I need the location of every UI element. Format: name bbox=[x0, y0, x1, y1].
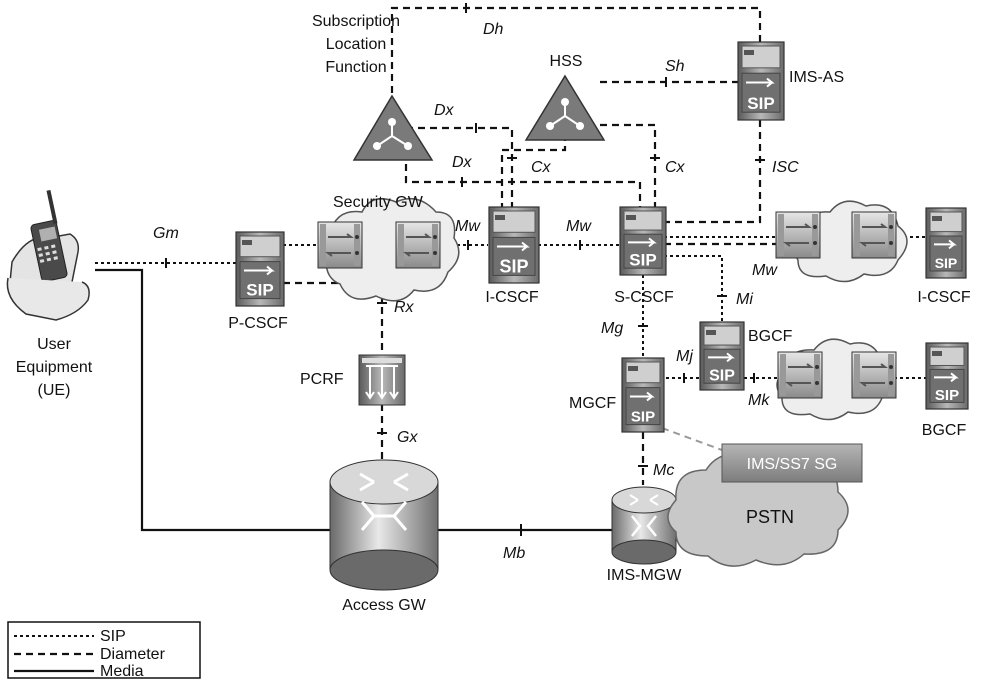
cx-icscf-label: Cx bbox=[531, 159, 552, 176]
interface-labels: Dh Sh Dx Dx Cx Cx ISC Gm Mw Mw Mw Rx Mi … bbox=[153, 21, 799, 562]
remote-firewall-mw-right-icon bbox=[851, 211, 897, 259]
mb-label: Mb bbox=[503, 545, 525, 562]
legend: SIP Diameter Media bbox=[7, 621, 201, 680]
remote-firewall-mk-right-icon bbox=[851, 351, 897, 399]
sec-gw-firewall-left-icon bbox=[317, 221, 363, 269]
s-cscf-server-icon: SIP bbox=[619, 206, 667, 276]
s-cscf-server-glyph: SIP bbox=[629, 250, 656, 269]
legend-diameter-label: Diameter bbox=[100, 646, 166, 663]
mw-3-label: Mw bbox=[752, 262, 778, 279]
mj-label: Mj bbox=[676, 348, 693, 365]
p-cscf-server-icon: SIP bbox=[235, 231, 285, 307]
i-cscf-server-icon: SIP bbox=[488, 206, 540, 284]
ue-label-line-1: User bbox=[37, 336, 71, 353]
isc-line bbox=[664, 120, 762, 224]
dx-lower-label: Dx bbox=[452, 154, 473, 171]
ims-mgw-label: IMS-MGW bbox=[607, 567, 683, 584]
sip-servers: SIP SIP SIP SIP SIP SIP SIP SIP bbox=[235, 41, 969, 433]
mk-label: Mk bbox=[748, 392, 770, 409]
ue-label-line-3: (UE) bbox=[38, 382, 71, 399]
security-gw-label: Security GW bbox=[333, 194, 424, 211]
p-cscf-label: P-CSCF bbox=[228, 315, 288, 332]
ims-ss7-sg-label: IMS/SS7 SG bbox=[747, 456, 838, 473]
sh-label: Sh bbox=[665, 58, 685, 75]
mi-label: Mi bbox=[736, 291, 753, 308]
ims-as-server-glyph: SIP bbox=[747, 94, 774, 113]
interface-ticks bbox=[165, 3, 765, 536]
cx-scscf-label: Cx bbox=[665, 159, 686, 176]
rx-label: Rx bbox=[394, 299, 415, 316]
bgcf-remote-server-glyph: SIP bbox=[935, 387, 959, 404]
legend-sip-label: SIP bbox=[100, 628, 126, 645]
ue-label-line-2: Equipment bbox=[16, 359, 93, 376]
slf-label-line-3: Function bbox=[325, 59, 386, 76]
gm-label: Gm bbox=[153, 225, 179, 242]
dh-line bbox=[390, 6, 762, 105]
mgcf-label: MGCF bbox=[569, 395, 616, 412]
mgcf-server-glyph: SIP bbox=[631, 409, 655, 426]
mgcf-server-icon: SIP bbox=[621, 357, 665, 433]
legend-media-label: Media bbox=[100, 663, 144, 680]
node-labels: Subscription Location Function HSS IMS-A… bbox=[16, 13, 971, 614]
dx-upper-line bbox=[406, 126, 514, 207]
bgcf-server-icon: SIP bbox=[699, 321, 745, 391]
pstn-label: PSTN bbox=[746, 507, 794, 527]
bgcf-remote-server-icon: SIP bbox=[925, 342, 969, 410]
remote-firewall-mk-left-icon bbox=[777, 351, 823, 399]
slf-label-line-2: Location bbox=[326, 36, 387, 53]
ims-as-label: IMS-AS bbox=[789, 69, 844, 86]
bgcf-server-glyph: SIP bbox=[709, 367, 735, 384]
user-equipment-phone-icon bbox=[6, 189, 90, 321]
bgcf-label: BGCF bbox=[748, 328, 793, 345]
hss-label: HSS bbox=[550, 53, 583, 70]
mgcf-ss7-line bbox=[661, 427, 723, 451]
sec-gw-firewall-right-icon bbox=[395, 221, 441, 269]
dx-upper-label: Dx bbox=[434, 102, 455, 119]
i-cscf-server-glyph: SIP bbox=[499, 256, 528, 276]
pcrf-icon bbox=[358, 354, 406, 406]
i-cscf-remote-server-glyph: SIP bbox=[935, 255, 958, 271]
firewalls bbox=[317, 221, 441, 269]
remote-firewalls bbox=[775, 211, 897, 399]
ims-mgw-router-icon bbox=[611, 486, 677, 565]
i-cscf-label: I-CSCF bbox=[485, 289, 539, 306]
pcrf-label: PCRF bbox=[300, 371, 344, 388]
mc-label: Mc bbox=[653, 462, 674, 479]
slf-triangle-icon bbox=[352, 94, 434, 161]
i-cscf-remote-label: I-CSCF bbox=[917, 289, 971, 306]
isc-label: ISC bbox=[772, 159, 799, 176]
mw-1-label: Mw bbox=[455, 218, 481, 235]
mg-label: Mg bbox=[601, 320, 623, 337]
access-gw-label: Access GW bbox=[342, 597, 426, 614]
s-cscf-label: S-CSCF bbox=[614, 289, 674, 306]
mw-2-label: Mw bbox=[566, 218, 592, 235]
hss-triangle-icon bbox=[524, 74, 606, 141]
mi-line bbox=[664, 255, 723, 322]
dh-label: Dh bbox=[483, 21, 504, 38]
dx-lower-line bbox=[404, 128, 642, 207]
ims-as-server-icon: SIP bbox=[737, 41, 785, 121]
p-cscf-server-glyph: SIP bbox=[246, 281, 273, 300]
i-cscf-remote-server-icon: SIP bbox=[925, 207, 967, 279]
media-ue-line bbox=[95, 268, 330, 532]
legend-box bbox=[7, 621, 201, 679]
ims-ss7-sg-box bbox=[721, 443, 863, 483]
gx-label: Gx bbox=[397, 429, 418, 446]
bgcf-remote-label: BGCF bbox=[922, 422, 967, 439]
access-gw-router-icon bbox=[329, 459, 439, 591]
slf-label-line-1: Subscription bbox=[312, 13, 400, 30]
cx-scscf-line bbox=[600, 123, 657, 207]
remote-firewall-mw-left-icon bbox=[775, 211, 821, 259]
